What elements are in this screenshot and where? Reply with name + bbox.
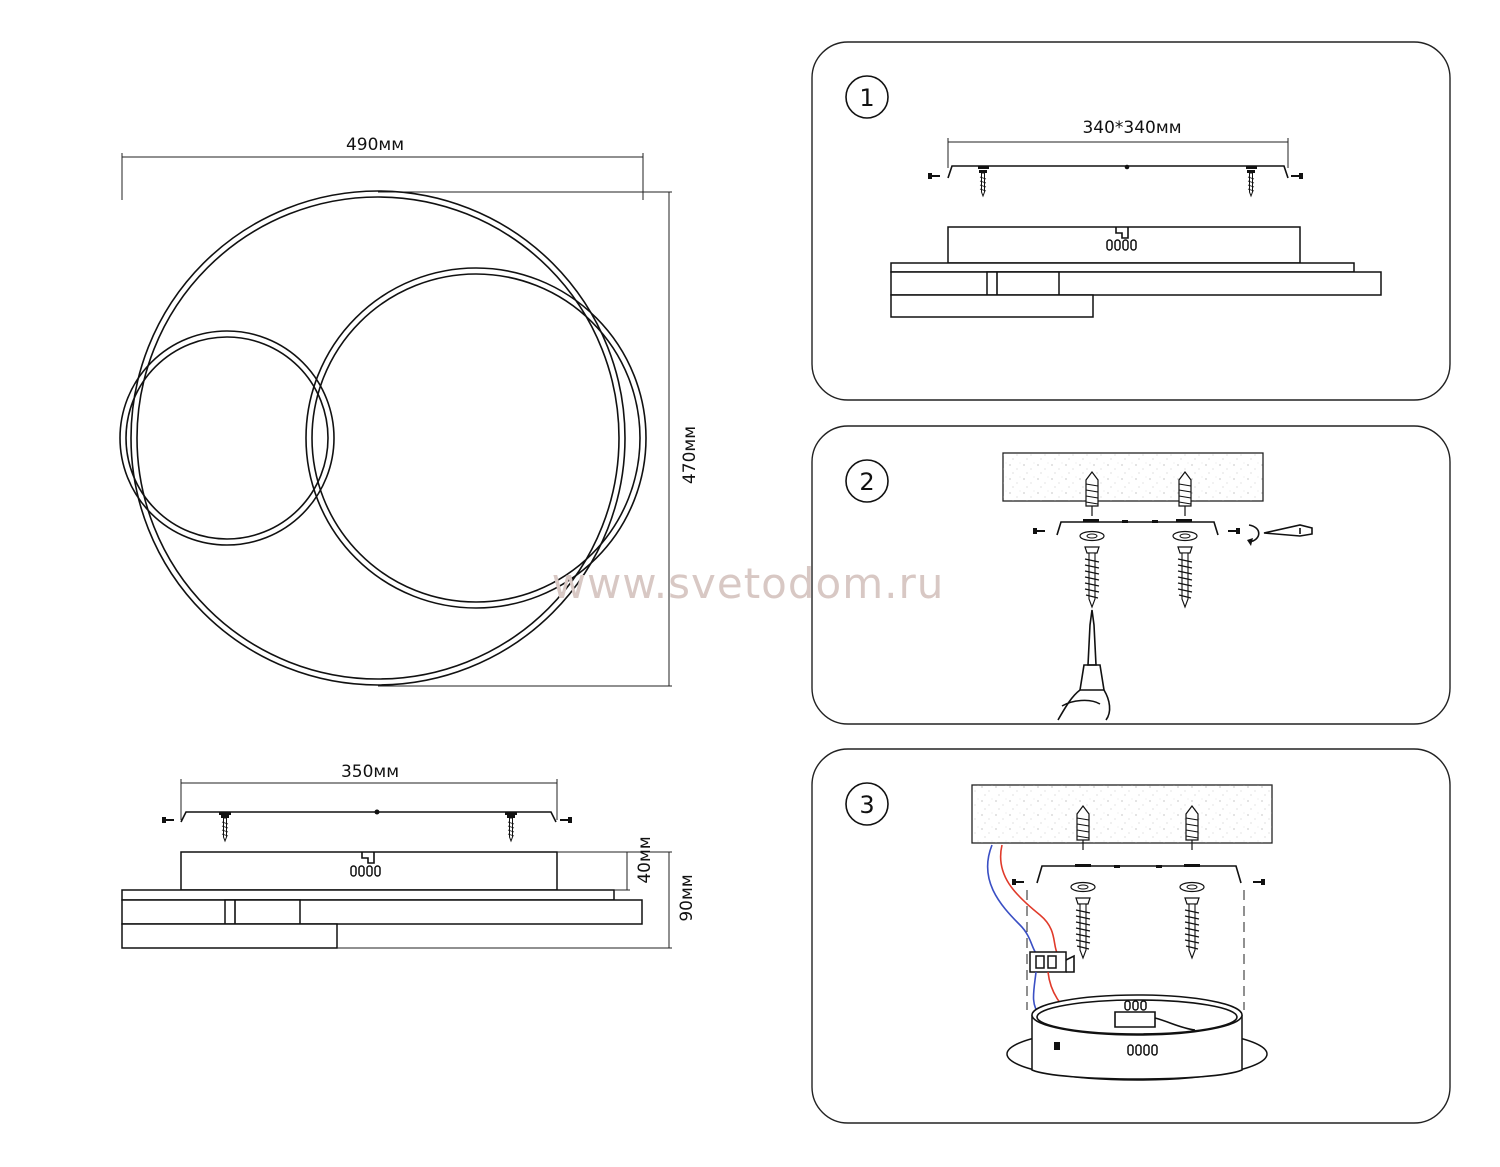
step-3-drawing [971,784,1273,1081]
watermark-text: www.svetodom.ru [552,559,945,608]
step-1-drawing [890,138,1382,318]
bracket-size-label: 340*340мм [1082,118,1181,138]
step-1-panel [811,41,1451,401]
step-2-number: 2 [859,468,874,496]
step-2-panel [811,425,1451,725]
top-view-drawing [119,153,672,687]
side-small-height-label: 40мм [635,836,655,883]
side-total-height-label: 90мм [677,874,697,921]
top-width-label: 490мм [346,135,404,155]
step-3-number: 3 [859,791,874,819]
step-1-number: 1 [859,84,874,112]
step-2-badge [845,459,889,503]
step-2-drawing [1002,452,1313,721]
step-1-badge [845,75,889,119]
step-3-badge [845,782,889,826]
side-view-drawing [121,779,672,949]
top-height-label: 470мм [680,426,700,484]
side-width-label: 350мм [341,762,399,782]
